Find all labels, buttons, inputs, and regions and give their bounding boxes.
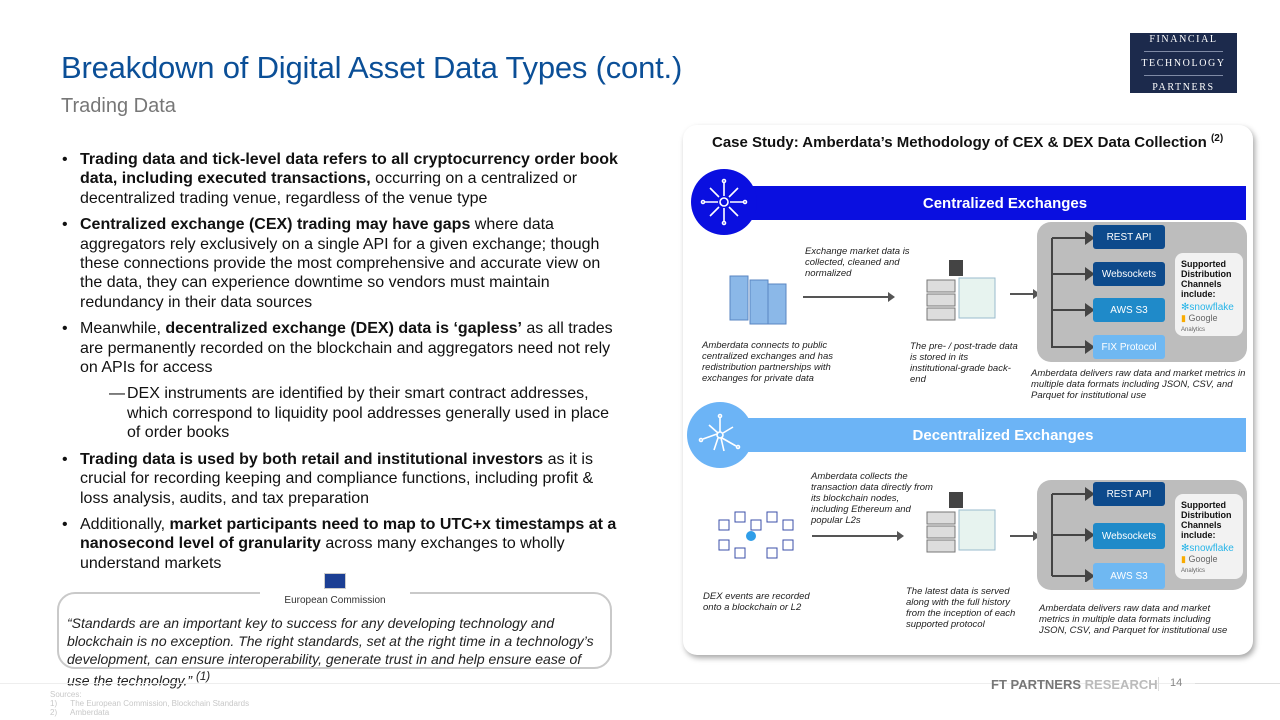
connector-line [1010,531,1040,541]
cex-step1-caption: Amberdata connects to public centralized… [702,340,833,384]
data-backend-icon [925,258,1005,331]
bullet-text: as all trades are permanently recorded o… [80,320,613,377]
bullet-bold: Trading data and tick-level data refers … [80,151,618,188]
supported-label: Supported Distribution Channels include: [1181,259,1232,299]
cex-band: Centralized Exchanges [724,186,1246,220]
dex-arrow-caption: Amberdata collects the transaction data … [811,471,933,526]
footer-line-right [1195,683,1280,684]
cex-step2-caption: The pre- / post-trade data is stored in … [910,341,1018,385]
bullet-text: as it is crucial for recording keeping a… [80,450,594,507]
footer-research-text: RESEARCH [1081,677,1158,692]
dex-band: Decentralized Exchanges [720,418,1246,452]
cex-delivery-caption: Amberdata delivers raw data and market m… [1031,368,1246,401]
analytics-text: Analytics [1181,327,1206,333]
arrow-right-icon [812,531,904,541]
bullet-item: Trading data and tick-level data refers … [62,150,622,208]
eu-flag-icon [324,573,346,589]
bullet-bold: decentralized exchange (DEX) data is ‘ga… [165,320,522,338]
google-analytics-logo: ▮ Google Analytics [1181,313,1218,333]
snowflake-logo: ✻snowflake [1181,302,1234,313]
hub-inward-icon [691,169,757,235]
sources: Sources:1) The European Commission, Bloc… [50,690,249,717]
logo-text: PARTNERS [1152,81,1215,93]
snowflake-text: snowflake [1189,302,1234,313]
channel-websockets: Websockets [1093,262,1165,286]
page-subtitle: Trading Data [61,95,176,117]
cex-arrow-caption: Exchange market data is collected, clean… [805,246,910,279]
european-commission-logo: European Commission [260,565,410,609]
branch-arrows-icon [1051,231,1095,354]
bullet-bold: Trading data is used by both retail and … [80,450,544,468]
channel-rest-api: REST API [1093,482,1165,506]
ft-partners-logo: FINANCIAL TECHNOLOGY PARTNERS [1130,33,1237,93]
bullet-item: Meanwhile, decentralized exchange (DEX) … [62,319,622,377]
bullet-item: Centralized exchange (CEX) trading may h… [62,215,622,312]
dex-delivery-caption: Amberdata delivers raw data and market m… [1039,603,1228,636]
dex-step1-caption: DEX events are recorded onto a blockchai… [703,591,810,613]
footer-brand-text: FT PARTNERS [991,677,1082,692]
blockchain-network-icon [715,508,805,569]
footer-separator [1158,677,1159,691]
channel-fix-protocol: FIX Protocol [1093,335,1165,359]
footer-divider [0,683,1280,684]
bullet-text: Meanwhile, [80,320,166,338]
supported-label: Supported Distribution Channels include: [1181,500,1232,540]
supported-channels: Supported Distribution Channels include:… [1175,494,1243,579]
bullet-item: Trading data is used by both retail and … [62,450,622,508]
bullet-text: DEX instruments are identified by their … [127,385,610,442]
bullet-text: occurring on a centralized or decentrali… [80,170,578,207]
quote-box: “Standards are an important key to succe… [57,592,612,689]
google-text: Google [1188,554,1218,564]
source-item: 2) Amberdata [50,708,110,717]
branch-arrows-icon [1051,487,1095,582]
analytics-text: Analytics [1181,568,1206,574]
bullet-text: across many exchanges to wholly understa… [80,535,565,572]
dex-step2-caption: The latest data is served along with the… [906,586,1016,630]
google-analytics-logo: ▮ Google Analytics [1181,554,1218,574]
source-item: 1) The European Commission, Blockchain S… [50,699,250,708]
sources-label: Sources: [50,690,82,699]
quote-text: “Standards are an important key to succe… [67,615,594,689]
connector-line [1010,289,1040,299]
page-title: Breakdown of Digital Asset Data Types (c… [61,50,683,85]
bullet-bold: Centralized exchange (CEX) trading may h… [80,216,471,234]
google-text: Google [1188,313,1218,323]
snowflake-logo: ✻snowflake [1181,543,1234,554]
bullet-text: where data aggregators rely exclusively … [80,216,601,311]
servers-icon [728,270,790,330]
bullet-list: Trading data and tick-level data refers … [62,150,622,580]
arrow-right-icon [803,292,895,302]
case-study-title-text: Case Study: Amberdata’s Methodology of C… [712,134,1207,151]
page-number: 14 [1170,677,1183,689]
channel-aws-s3: AWS S3 [1093,563,1165,589]
cex-label: Centralized Exchanges [922,194,1088,212]
supported-channels: Supported Distribution Channels include:… [1175,253,1243,336]
bullet-text: Additionally, [80,515,170,533]
case-study-title: Case Study: Amberdata’s Methodology of C… [712,133,1223,151]
bullet-bold: market participants need to map to UTC+x… [80,515,617,553]
bullet-item: Additionally, market participants need t… [62,515,622,573]
case-study-ref: (2) [1210,133,1224,144]
hub-outward-icon [687,402,753,468]
quote-ref: (1) [195,670,211,683]
data-backend-icon [925,490,1005,563]
logo-text: TECHNOLOGY [1141,57,1226,69]
snowflake-text: snowflake [1189,543,1234,554]
channel-websockets: Websockets [1093,523,1165,549]
sub-bullet-item: —DEX instruments are identified by their… [109,385,610,442]
dex-label: Decentralized Exchanges [912,426,1094,444]
channel-rest-api: REST API [1093,225,1165,249]
channel-aws-s3: AWS S3 [1093,298,1165,322]
quote-source: European Commission [284,595,386,606]
footer-brand: FT PARTNERS RESEARCH [991,677,1158,692]
logo-text: FINANCIAL [1149,33,1218,45]
